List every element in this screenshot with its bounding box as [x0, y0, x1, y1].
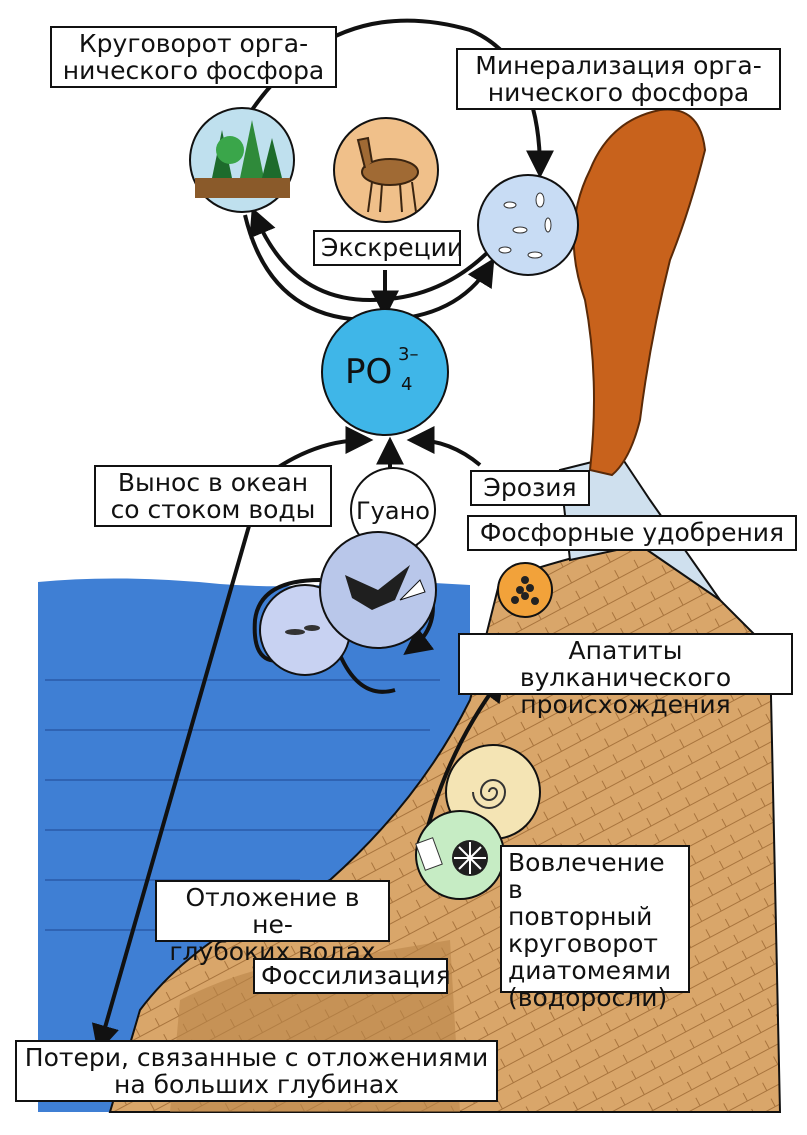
- erosion-label: Эрозия: [470, 470, 590, 506]
- fossilization-label: Фоссилизация: [253, 958, 448, 994]
- phosphate-subscript: 4: [401, 374, 412, 395]
- apatites-label: Апатиты вулканического происхождения: [458, 633, 793, 695]
- apatite-node: [498, 563, 552, 617]
- organic-cycle-label: Круговорот орга- нического фосфора: [50, 26, 337, 88]
- runoff-label: Вынос в океан со стоком воды: [94, 465, 332, 527]
- shallow-deposit-label: Отложение в не- глубоких водах: [155, 880, 390, 942]
- phosphate-superscript: 3–: [398, 344, 418, 365]
- volcano-smoke: [574, 110, 705, 476]
- phosphate-formula: PO 3– 4: [335, 342, 435, 402]
- excretion-label: Экскреции: [313, 230, 461, 266]
- deep-losses-label: Потери, связанные с отложениями на больш…: [15, 1040, 498, 1102]
- diatoms-label: Вовлечение в повторный круговорот диатом…: [500, 845, 690, 993]
- bacteria-node: [478, 175, 578, 275]
- guano-label: Гуано: [351, 497, 435, 525]
- mineralization-label: Минерализация орга- нического фосфора: [456, 48, 781, 110]
- fertilizers-label: Фосфорные удобрения: [467, 515, 797, 551]
- phosphate-base: PO: [345, 352, 392, 392]
